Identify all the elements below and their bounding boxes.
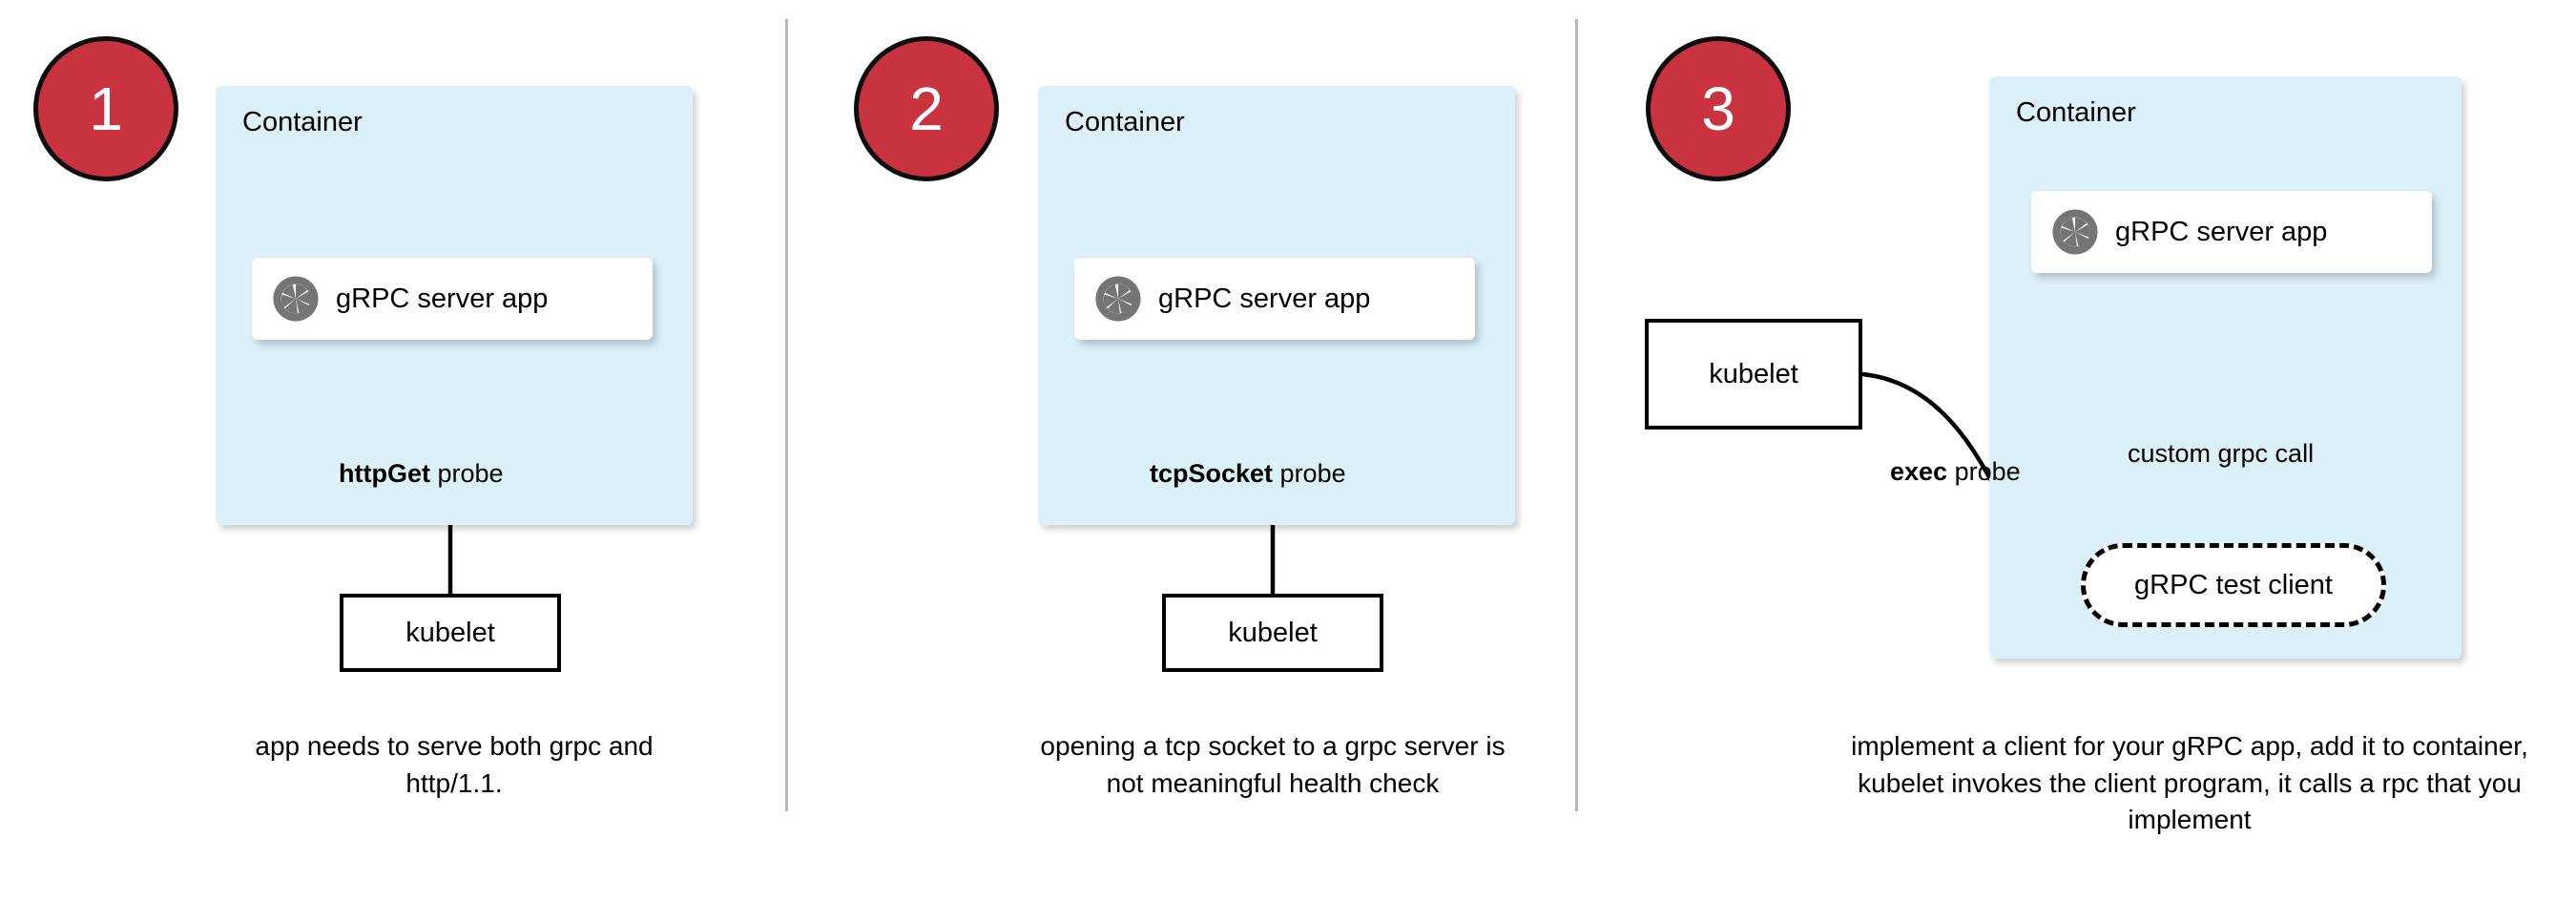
kubelet-label: kubelet bbox=[1709, 358, 1798, 389]
grpc-server-app-card-3[interactable]: gRPC server app bbox=[2031, 191, 2432, 273]
grpc-test-client-label: gRPC test client bbox=[2134, 569, 2333, 600]
probe-type-rest: probe bbox=[1273, 459, 1346, 488]
container-label: Container bbox=[1065, 107, 1185, 137]
panel-divider-1 bbox=[785, 19, 788, 811]
step-number-label: 1 bbox=[89, 74, 123, 143]
probe-type-rest: probe bbox=[429, 459, 504, 488]
probe-type-bold: exec bbox=[1890, 457, 1948, 486]
step-badge-1: 1 bbox=[33, 36, 178, 181]
grpc-test-client-shape[interactable]: gRPC test client bbox=[2081, 543, 2386, 627]
panel-caption-2: opening a tcp socket to a grpc server is… bbox=[1040, 731, 1506, 798]
panel-caption-1: app needs to serve both grpc and http/1.… bbox=[255, 731, 654, 798]
panel-divider-2 bbox=[1575, 19, 1578, 811]
kubelet-box-2[interactable]: kubelet bbox=[1162, 594, 1383, 672]
custom-grpc-call-label: custom grpc call bbox=[2128, 439, 2315, 468]
grpc-server-app-card-1[interactable]: gRPC server app bbox=[252, 258, 653, 340]
tcpsocket-probe-label: tcpSocket probe bbox=[1150, 461, 1346, 487]
grpc-server-app-label: gRPC server app bbox=[1158, 283, 1371, 314]
container-label: Container bbox=[242, 107, 363, 137]
step-badge-2: 2 bbox=[854, 36, 999, 181]
kubelet-label: kubelet bbox=[1228, 617, 1318, 648]
kubelet-label: kubelet bbox=[405, 617, 495, 648]
step-number-label: 2 bbox=[909, 74, 944, 143]
kubelet-box-3[interactable]: kubelet bbox=[1645, 319, 1862, 430]
grpc-logo-icon bbox=[2052, 209, 2098, 255]
grpc-server-app-card-2[interactable]: gRPC server app bbox=[1074, 258, 1475, 340]
grpc-logo-icon bbox=[273, 276, 319, 322]
probe-type-bold: httpGet bbox=[339, 459, 430, 488]
httpget-probe-label: httpGet probe bbox=[339, 461, 504, 487]
grpc-server-app-label: gRPC server app bbox=[2115, 216, 2328, 247]
probe-type-rest: probe bbox=[1947, 457, 2021, 486]
kubelet-box-1[interactable]: kubelet bbox=[340, 594, 561, 672]
grpc-logo-icon bbox=[1095, 276, 1141, 322]
exec-probe-label: exec probe bbox=[1890, 459, 2021, 485]
step-badge-3: 3 bbox=[1646, 36, 1791, 181]
step-number-label: 3 bbox=[1701, 74, 1735, 143]
container-label: Container bbox=[2016, 97, 2136, 128]
probe-type-bold: tcpSocket bbox=[1150, 459, 1274, 488]
grpc-server-app-label: gRPC server app bbox=[336, 283, 549, 314]
panel-caption-3: implement a client for your gRPC app, ad… bbox=[1851, 731, 2528, 835]
